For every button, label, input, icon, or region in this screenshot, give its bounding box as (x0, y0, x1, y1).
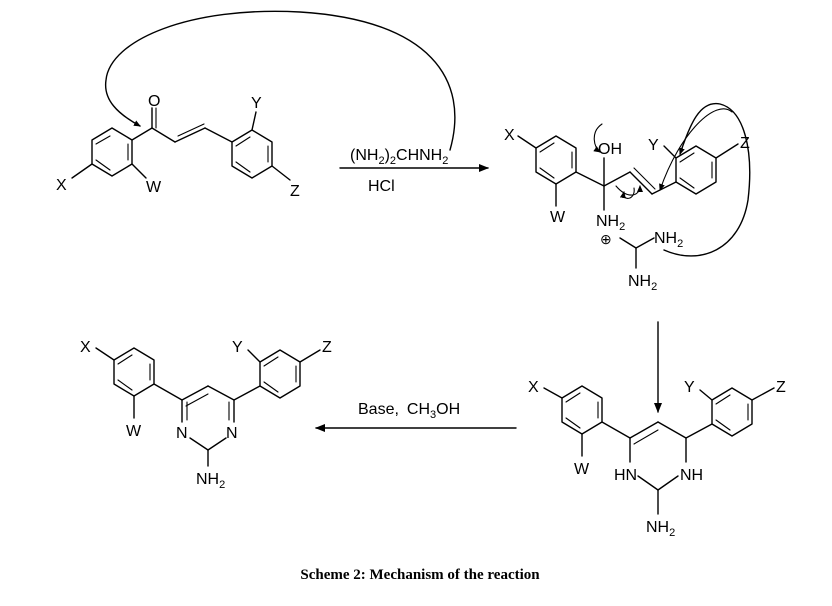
label-nh2-prod: NH2 (196, 471, 225, 491)
aminopyrimidine-molecule (95, 347, 321, 467)
label-o: O (148, 93, 160, 110)
figure-caption: Scheme 2: Mechanism of the reaction (300, 567, 540, 583)
label-w-dhp: W (574, 461, 590, 478)
label-nh2-dhp: NH2 (646, 519, 675, 539)
reagent-acid: HCl (368, 178, 395, 195)
reagent-guanidine: (NH2)2CHNH2 (350, 147, 448, 167)
label-y-dhp: Y (684, 379, 695, 396)
label-nh2-guan-a: NH2 (654, 230, 683, 250)
label-z-int: Z (740, 135, 750, 152)
label-w-prod: W (126, 423, 142, 440)
label-y-prod: Y (232, 339, 243, 356)
label-nh: NH (680, 467, 703, 484)
label-x: X (56, 177, 67, 194)
label-y-int: Y (648, 137, 659, 154)
label-x-dhp: X (528, 379, 539, 396)
curved-arrow-center (615, 185, 643, 196)
label-oh: OH (598, 141, 622, 158)
curved-arrow-ring (659, 108, 733, 191)
label-y: Y (251, 95, 262, 112)
curved-arrow-cyclization (663, 102, 751, 257)
label-plus: ⊕ (600, 231, 612, 247)
chalcone-molecule (71, 107, 291, 181)
curved-attack-arrow (104, 10, 456, 151)
curved-arrow-oh (593, 123, 603, 153)
label-nh2-int: NH2 (596, 213, 625, 233)
label-w: W (146, 179, 162, 196)
label-z: Z (290, 183, 300, 200)
dihydropyrimidine-molecule (543, 385, 775, 515)
label-n-right: N (226, 425, 238, 442)
label-z-prod: Z (322, 339, 332, 356)
label-n-left: N (176, 425, 188, 442)
curved-arrow-alkene (619, 187, 635, 199)
label-x-prod: X (80, 339, 91, 356)
label-hn: HN (614, 467, 637, 484)
label-w-int: W (550, 209, 566, 226)
reagent-base: Base,CH3OH (358, 401, 460, 421)
label-z-dhp: Z (776, 379, 786, 396)
label-nh2-guan-b: NH2 (628, 273, 657, 293)
intermediate-molecule (517, 135, 739, 269)
label-x-int: X (504, 127, 515, 144)
